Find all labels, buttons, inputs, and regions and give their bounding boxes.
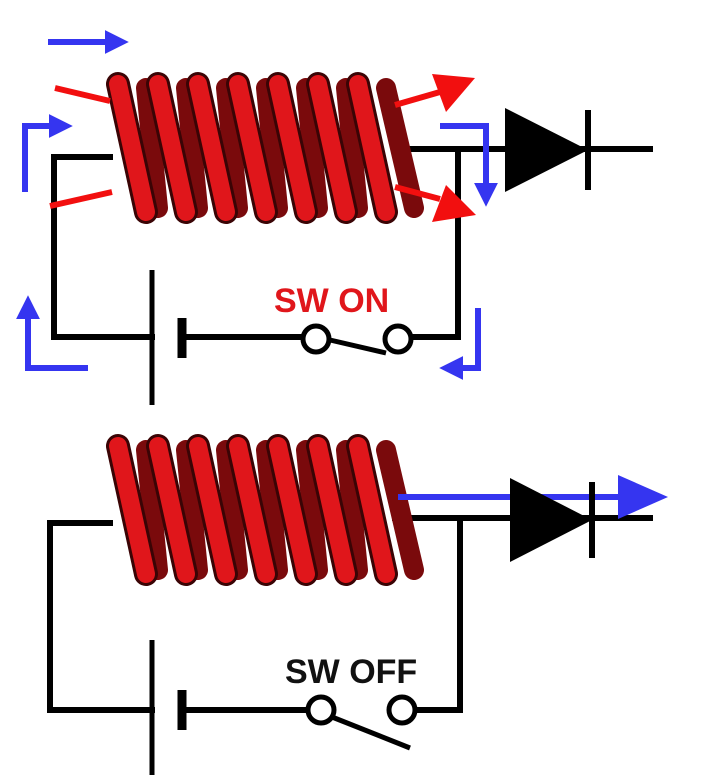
bottom-diode bbox=[510, 478, 595, 562]
switch-contact-right bbox=[386, 694, 418, 726]
switch-blade bbox=[331, 714, 411, 751]
diode-triangle bbox=[510, 478, 592, 562]
coil-front-strand bbox=[229, 75, 275, 221]
coil-front-strand bbox=[189, 75, 235, 221]
coil-back-strand bbox=[136, 440, 168, 580]
current-arrow-bottom-right bbox=[439, 308, 481, 380]
coil-front-strand bbox=[189, 437, 235, 583]
top-left-loop-wire bbox=[51, 154, 155, 340]
coil-back-strand bbox=[296, 78, 328, 218]
bottom-switch bbox=[305, 694, 418, 751]
switch-blade bbox=[329, 337, 387, 356]
top-circuit: SW ON bbox=[16, 30, 653, 405]
coil-back-strand bbox=[376, 440, 424, 580]
coil-back-strand bbox=[216, 78, 248, 218]
coil-front-strand bbox=[149, 75, 195, 221]
switch-contact-right bbox=[382, 323, 414, 355]
bottom-coil bbox=[106, 434, 424, 586]
coil-front-strand bbox=[269, 75, 315, 221]
top-current-arrows bbox=[16, 30, 498, 380]
bottom-current-arrows bbox=[398, 475, 668, 519]
flux-arrow-upper-head bbox=[432, 74, 475, 112]
current-arrow-through-diode-head bbox=[618, 475, 668, 519]
coil-back-strand bbox=[336, 440, 368, 580]
coil-back-strand bbox=[216, 440, 248, 580]
current-arrow-left-upper bbox=[22, 114, 73, 192]
current-arrow-left-lower bbox=[16, 295, 88, 371]
coil-front-strand bbox=[349, 75, 395, 221]
current-arrow-right-down bbox=[440, 123, 498, 207]
flux-arrow-upper-shaft bbox=[394, 89, 441, 108]
coil-back-strand bbox=[296, 440, 328, 580]
switch-contact-left bbox=[300, 323, 332, 355]
coil-front-strand bbox=[269, 437, 315, 583]
coil-back-strand bbox=[136, 78, 168, 218]
coil-back-strand bbox=[256, 440, 288, 580]
coil-back-strand bbox=[176, 440, 208, 580]
switch-off-label: SW OFF bbox=[285, 653, 417, 691]
top-diode bbox=[505, 108, 591, 192]
coil-back-strand bbox=[336, 78, 368, 218]
coil-back-strand bbox=[176, 78, 208, 218]
coil-front-strand bbox=[309, 75, 355, 221]
flux-arrow-lower-head bbox=[432, 185, 476, 222]
switch-contact-left bbox=[305, 694, 337, 726]
coil-back-strand bbox=[256, 78, 288, 218]
top-flux-arrows bbox=[49, 74, 476, 222]
flux-arrow-lower-shaft bbox=[394, 184, 441, 202]
coil-front-strand bbox=[109, 75, 155, 221]
coil-front-strand bbox=[229, 437, 275, 583]
coil-front-strand bbox=[309, 437, 355, 583]
coil-front-strand bbox=[149, 437, 195, 583]
top-switch bbox=[300, 323, 414, 356]
bottom-left-loop-wire bbox=[47, 520, 155, 713]
top-battery bbox=[149, 270, 187, 405]
diode-triangle bbox=[505, 108, 588, 192]
top-coil bbox=[106, 72, 424, 224]
coil-front-strand bbox=[109, 437, 155, 583]
switch-on-label: SW ON bbox=[274, 282, 389, 320]
bottom-battery bbox=[149, 640, 187, 775]
coil-front-strand bbox=[349, 437, 395, 583]
bottom-circuit: SW OFF bbox=[47, 434, 668, 775]
